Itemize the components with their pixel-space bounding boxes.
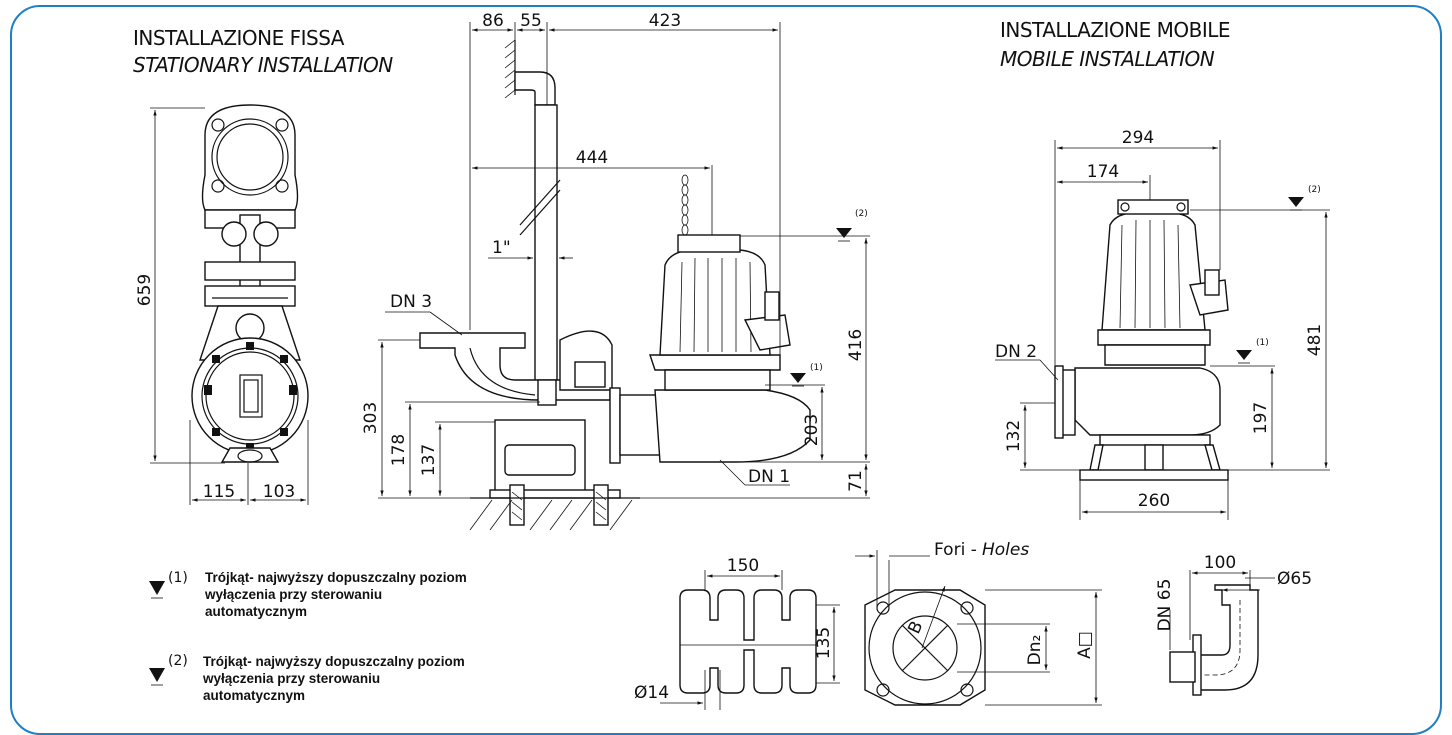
dim-71: 71 bbox=[846, 470, 866, 492]
dim-659: 659 bbox=[135, 274, 155, 306]
dim-203: 203 bbox=[802, 414, 822, 446]
side-view-mobile: 294 174 197 481 132 260 DN 2 (2) (1) bbox=[995, 128, 1330, 520]
dim-303: 303 bbox=[361, 402, 381, 434]
dim-65: Ø65 bbox=[1277, 569, 1312, 589]
label-holes-en: Holes bbox=[982, 540, 1029, 560]
note-2-line-1: Trójkąt- najwyższy dopuszczalny poziom bbox=[203, 654, 465, 669]
label-dn2-vertical: Dn₂ bbox=[1025, 635, 1045, 666]
note-1-line-3: automatycznym bbox=[205, 604, 307, 619]
mark-1-fixed: (1) bbox=[810, 363, 823, 373]
label-dn65: DN 65 bbox=[1155, 579, 1175, 632]
label-a: A□ bbox=[1075, 631, 1095, 659]
dim-137: 137 bbox=[419, 444, 439, 476]
mark-2-mobile: (2) bbox=[1308, 185, 1321, 195]
bracket-detail: 150 135 Ø14 bbox=[634, 556, 840, 710]
dim-132: 132 bbox=[1004, 420, 1024, 452]
title-mobile-en: MOBILE INSTALLATION bbox=[1000, 47, 1215, 71]
dim-260: 260 bbox=[1138, 491, 1170, 511]
note-2-line-2: wyłączenia przy sterowaniu bbox=[202, 671, 380, 686]
dim-115: 115 bbox=[203, 482, 235, 502]
note-2-mark: (2) bbox=[168, 653, 188, 669]
label-holes-it: Fori - bbox=[934, 540, 977, 560]
dim-55: 55 bbox=[520, 11, 542, 31]
dim-100: 100 bbox=[1204, 553, 1236, 573]
note-1-line-1: Trójkąt- najwyższy dopuszczalny poziom bbox=[205, 570, 467, 585]
note-2-line-3: automatycznym bbox=[203, 688, 305, 703]
dim-481: 481 bbox=[1305, 324, 1325, 356]
dim-150: 150 bbox=[727, 556, 759, 576]
note-1-triangle-icon bbox=[149, 581, 165, 595]
dim-1in: 1" bbox=[492, 238, 511, 258]
dim-86: 86 bbox=[482, 11, 504, 31]
dim-423: 423 bbox=[649, 11, 681, 31]
label-dn2: DN 2 bbox=[995, 342, 1037, 362]
dim-178: 178 bbox=[389, 434, 409, 466]
note-1-mark: (1) bbox=[168, 570, 188, 586]
technical-drawing: INSTALLAZIONE FISSA STATIONARY INSTALLAT… bbox=[133, 11, 1330, 710]
dim-416: 416 bbox=[846, 329, 866, 361]
level-triangle-2-mobile-icon bbox=[1288, 197, 1304, 207]
elbow-detail: 100 Ø65 DN 65 bbox=[1155, 553, 1312, 696]
level-triangle-1-mobile-icon bbox=[1236, 350, 1252, 360]
dim-103: 103 bbox=[263, 482, 295, 502]
dim-197: 197 bbox=[1251, 402, 1271, 434]
dim-444: 444 bbox=[576, 148, 608, 168]
side-view-fixed: 86 55 423 444 1" DN 3 303 178 137 203 41… bbox=[361, 11, 870, 531]
note-2-triangle-icon bbox=[149, 668, 165, 682]
note-1-line-2: wyłączenia przy sterowaniu bbox=[204, 587, 382, 602]
flange-detail: Fori - Holes B Dn₂ A□ bbox=[855, 540, 1102, 706]
mark-1-mobile: (1) bbox=[1256, 338, 1269, 348]
label-dn1: DN 1 bbox=[748, 467, 790, 487]
label-dn3: DN 3 bbox=[390, 292, 432, 312]
level-triangle-2-icon bbox=[836, 228, 852, 238]
title-mobile-it: INSTALLAZIONE MOBILE bbox=[1000, 18, 1230, 42]
mark-2-fixed: (2) bbox=[855, 209, 868, 219]
dim-294: 294 bbox=[1122, 128, 1154, 148]
legend-notes: (1) Trójkąt- najwyższy dopuszczalny pozi… bbox=[149, 570, 467, 703]
dim-174: 174 bbox=[1087, 162, 1119, 182]
title-fixed-en: STATIONARY INSTALLATION bbox=[133, 53, 393, 77]
level-triangle-1-icon bbox=[790, 373, 806, 383]
dim-14: Ø14 bbox=[634, 683, 669, 703]
front-view: 659 115 103 bbox=[135, 104, 309, 505]
dim-135: 135 bbox=[814, 627, 834, 659]
title-fixed-it: INSTALLAZIONE FISSA bbox=[133, 26, 345, 50]
